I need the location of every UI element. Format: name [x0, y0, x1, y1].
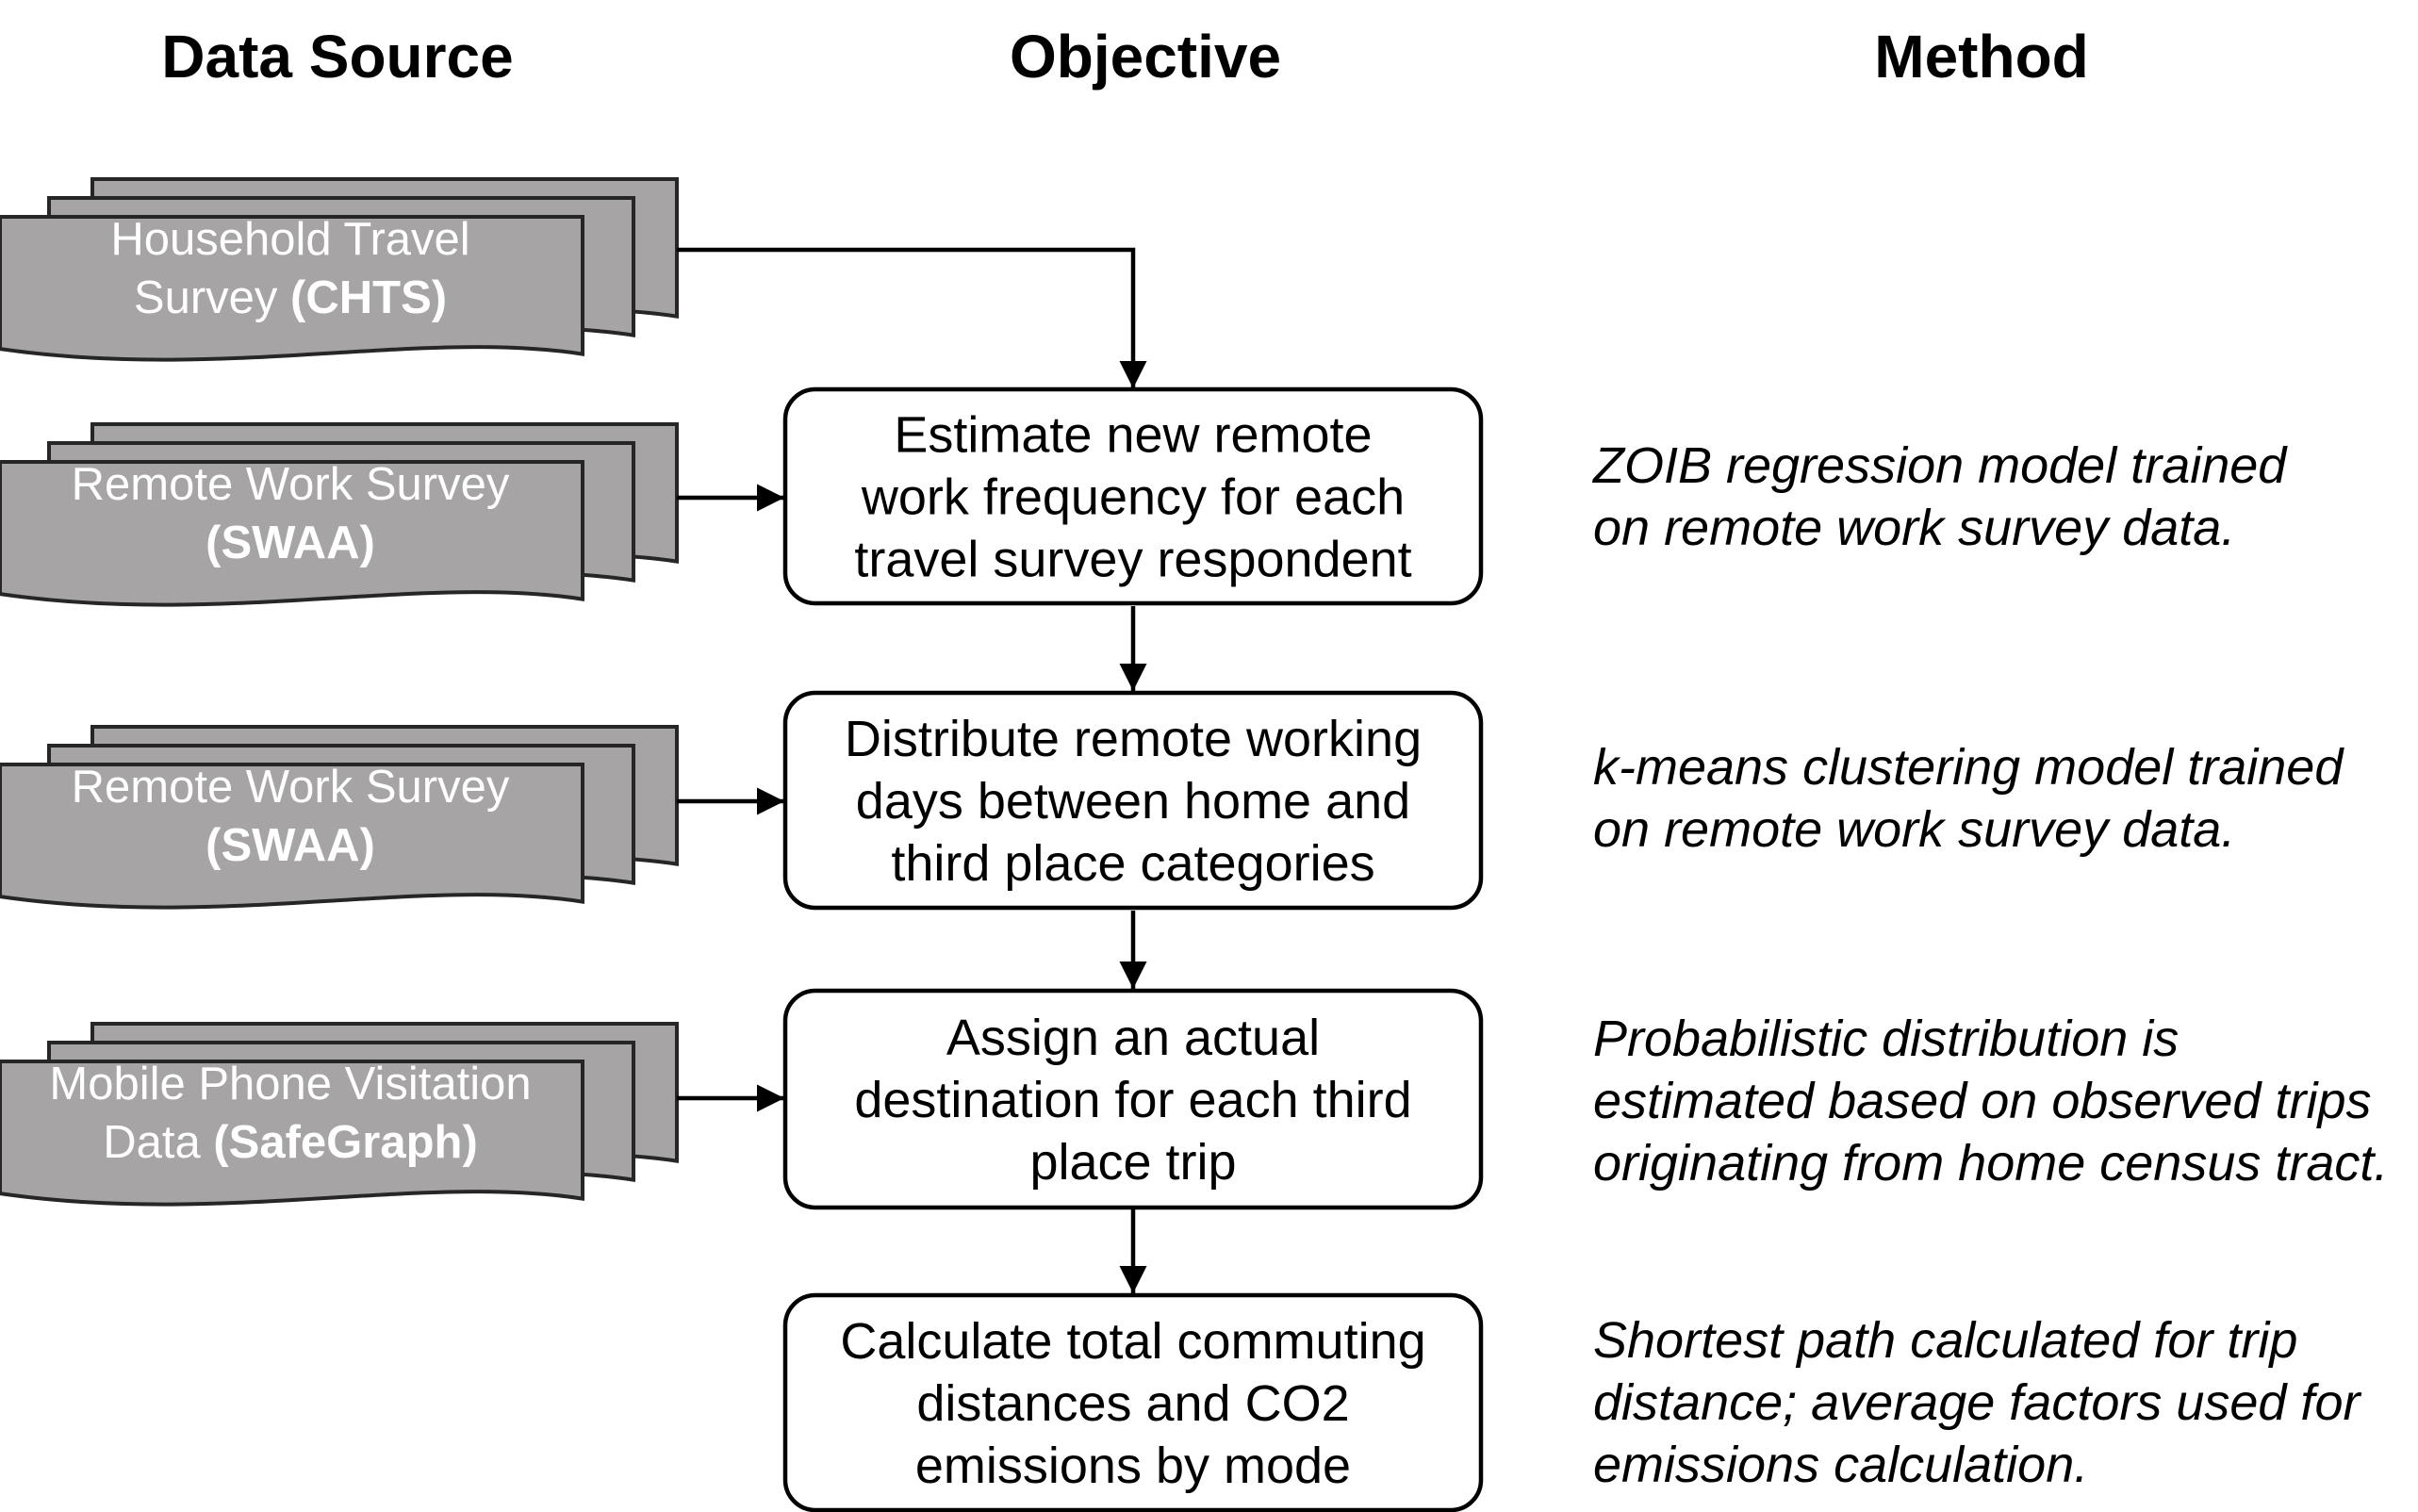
document-sheet-front [0, 1060, 584, 1207]
data-source-label-line: (SWAA) [206, 820, 375, 871]
objective-distribute-remote-working-days: Distribute remote working days between ho… [782, 690, 1484, 911]
method-text-line: originating from home census tract. [1593, 1135, 2388, 1192]
method-text-line: Shortest path calculated for trip [1593, 1312, 2297, 1369]
method-probabilistic-distribution: Probabilistic distribution is estimated b… [1593, 1011, 2388, 1192]
data-source-remote-work-survey-a: Remote Work Survey (SWAA) [0, 422, 679, 607]
objective-box [782, 988, 1484, 1210]
objective-text-line: Assign an actual [946, 1010, 1320, 1066]
objective-text-line: destination for each third [854, 1072, 1411, 1128]
method-text-line: Probabilistic distribution is [1593, 1011, 2179, 1067]
method-text-line: ZOIB regression model trained [1591, 437, 2288, 494]
method-text-line: k-means clustering model trained [1593, 739, 2344, 796]
objective-box [782, 690, 1484, 911]
objective-text-line: days between home and [856, 773, 1410, 830]
objective-text-line: distances and CO2 [916, 1375, 1349, 1432]
objective-text-line: work frequency for each [861, 469, 1405, 526]
header-data-source: Data Source [161, 23, 513, 90]
connectors [677, 247, 1147, 1293]
data-source-label-line: Mobile Phone Visitation [49, 1059, 531, 1109]
method-column: ZOIB regression model trained on remote w… [1591, 437, 2388, 1493]
data-source-label-line: (SWAA) [206, 518, 375, 568]
data-source-label-line: Data (SafeGraph) [103, 1117, 478, 1168]
objective-text-line: emissions by mode [915, 1438, 1351, 1494]
objective-text-line: travel survey respondent [854, 532, 1411, 588]
method-text-line: on remote work survey data. [1593, 801, 2235, 858]
data-source-label-line: Survey (CHTS) [134, 272, 447, 323]
objective-text-line: Estimate new remote [894, 407, 1372, 464]
objective-box [782, 386, 1484, 606]
data-source-label-line: Household Travel [110, 214, 469, 265]
objective-text-line: Distribute remote working [845, 711, 1422, 767]
method-zoib-regression: ZOIB regression model trained on remote w… [1591, 437, 2288, 556]
data-source-label-line: Remote Work Survey [72, 459, 510, 510]
document-sheet-front [0, 460, 584, 607]
document-sheet-front [0, 215, 584, 362]
objective-text-line: Calculate total commuting [840, 1313, 1425, 1370]
method-text-line: emissions calculation. [1593, 1437, 2088, 1493]
method-text-line: distance; average factors used for [1593, 1374, 2361, 1431]
objective-assign-destination: Assign an actual destination for each thi… [782, 988, 1484, 1210]
data-source-label-line: Remote Work Survey [72, 762, 510, 813]
document-sheet-front [0, 763, 584, 910]
connector-chts-to-estimate [677, 247, 1147, 388]
header-objective: Objective [1010, 23, 1281, 90]
header-method: Method [1874, 23, 2089, 90]
method-shortest-path: Shortest path calculated for tripdistanc… [1593, 1312, 2361, 1493]
objective-box [782, 1292, 1484, 1512]
objective-text-line: third place categories [891, 835, 1374, 892]
data-source-remote-work-survey-b: Remote Work Survey (SWAA) [0, 725, 679, 910]
objective-text-line: place trip [1029, 1134, 1236, 1191]
method-text-line: estimated based on observed trips [1593, 1073, 2371, 1129]
method-text-line: on remote work survey data. [1593, 500, 2235, 556]
